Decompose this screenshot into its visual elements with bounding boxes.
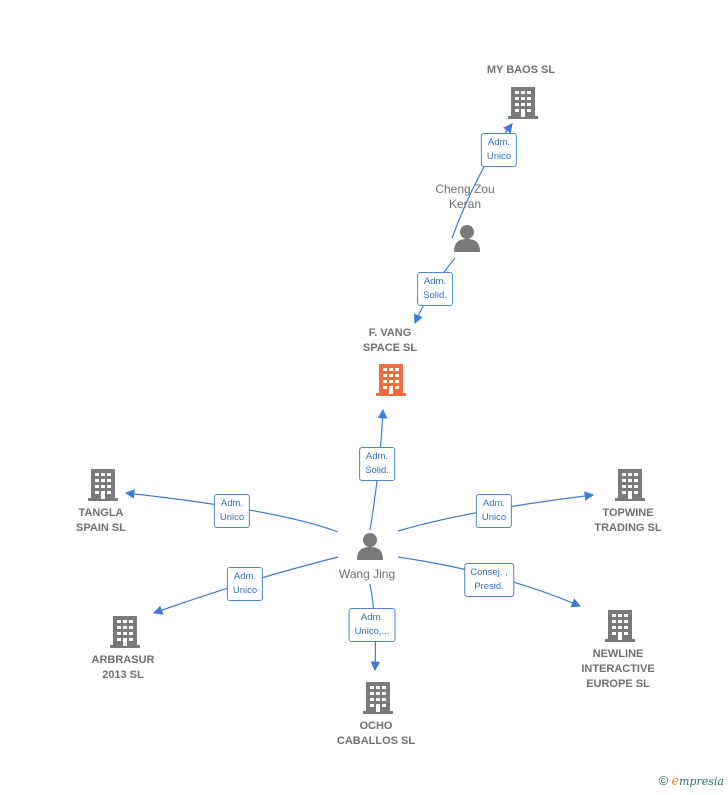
edge-label-wang-arbrasur: Adm. Unico [226, 567, 264, 601]
node-label-cheng[interactable]: Cheng Zou Keran [435, 182, 495, 211]
edge-label-wang-topwine: Adm. Unico [475, 494, 513, 528]
person-icon-wang[interactable] [357, 533, 383, 560]
building-icon-fvang[interactable] [376, 364, 406, 396]
building-icon-mybaos[interactable] [508, 87, 538, 119]
edge-label-cheng-fvang: Adm. Solid. [417, 272, 453, 306]
node-label-fvang[interactable]: F. VANG SPACE SL [362, 327, 418, 354]
building-icon-topwine[interactable] [615, 469, 645, 501]
edge-label-wang-fvang: Adm. Solid. [359, 447, 395, 481]
edge-label-wang-ocho: Adm. Unico,... [348, 608, 396, 642]
footer-brand: © empresia [659, 773, 724, 789]
node-label-topwine[interactable]: TOPWINE TRADING SL [594, 507, 662, 534]
building-icon-arbrasur[interactable] [110, 616, 140, 648]
node-label-newline[interactable]: NEWLINE INTERACTIVE EUROPE SL [581, 648, 655, 690]
edge-label-wang-tangla: Adm. Unico [213, 494, 251, 528]
brand-logo: empresia [671, 774, 724, 789]
edge-label-cheng-mybaos: Adm. Unico [480, 133, 518, 167]
copyright-symbol: © [658, 773, 669, 788]
node-label-arbrasur[interactable]: ARBRASUR 2013 SL [91, 654, 155, 681]
building-icon-tangla[interactable] [88, 469, 118, 501]
node-label-wang[interactable]: Wang Jing [338, 567, 396, 581]
building-icon-newline[interactable] [605, 610, 635, 642]
edge-label-wang-newline: Consej. , Presid. [464, 563, 514, 597]
person-icon-cheng[interactable] [454, 225, 480, 252]
building-icon-ocho[interactable] [363, 682, 393, 714]
edge-wang-tangla [124, 489, 339, 533]
node-label-mybaos[interactable]: MY BAOS SL [486, 64, 556, 76]
node-label-ocho[interactable]: OCHO CABALLOS SL [336, 720, 416, 747]
node-label-tangla[interactable]: TANGLA SPAIN SL [76, 507, 126, 534]
